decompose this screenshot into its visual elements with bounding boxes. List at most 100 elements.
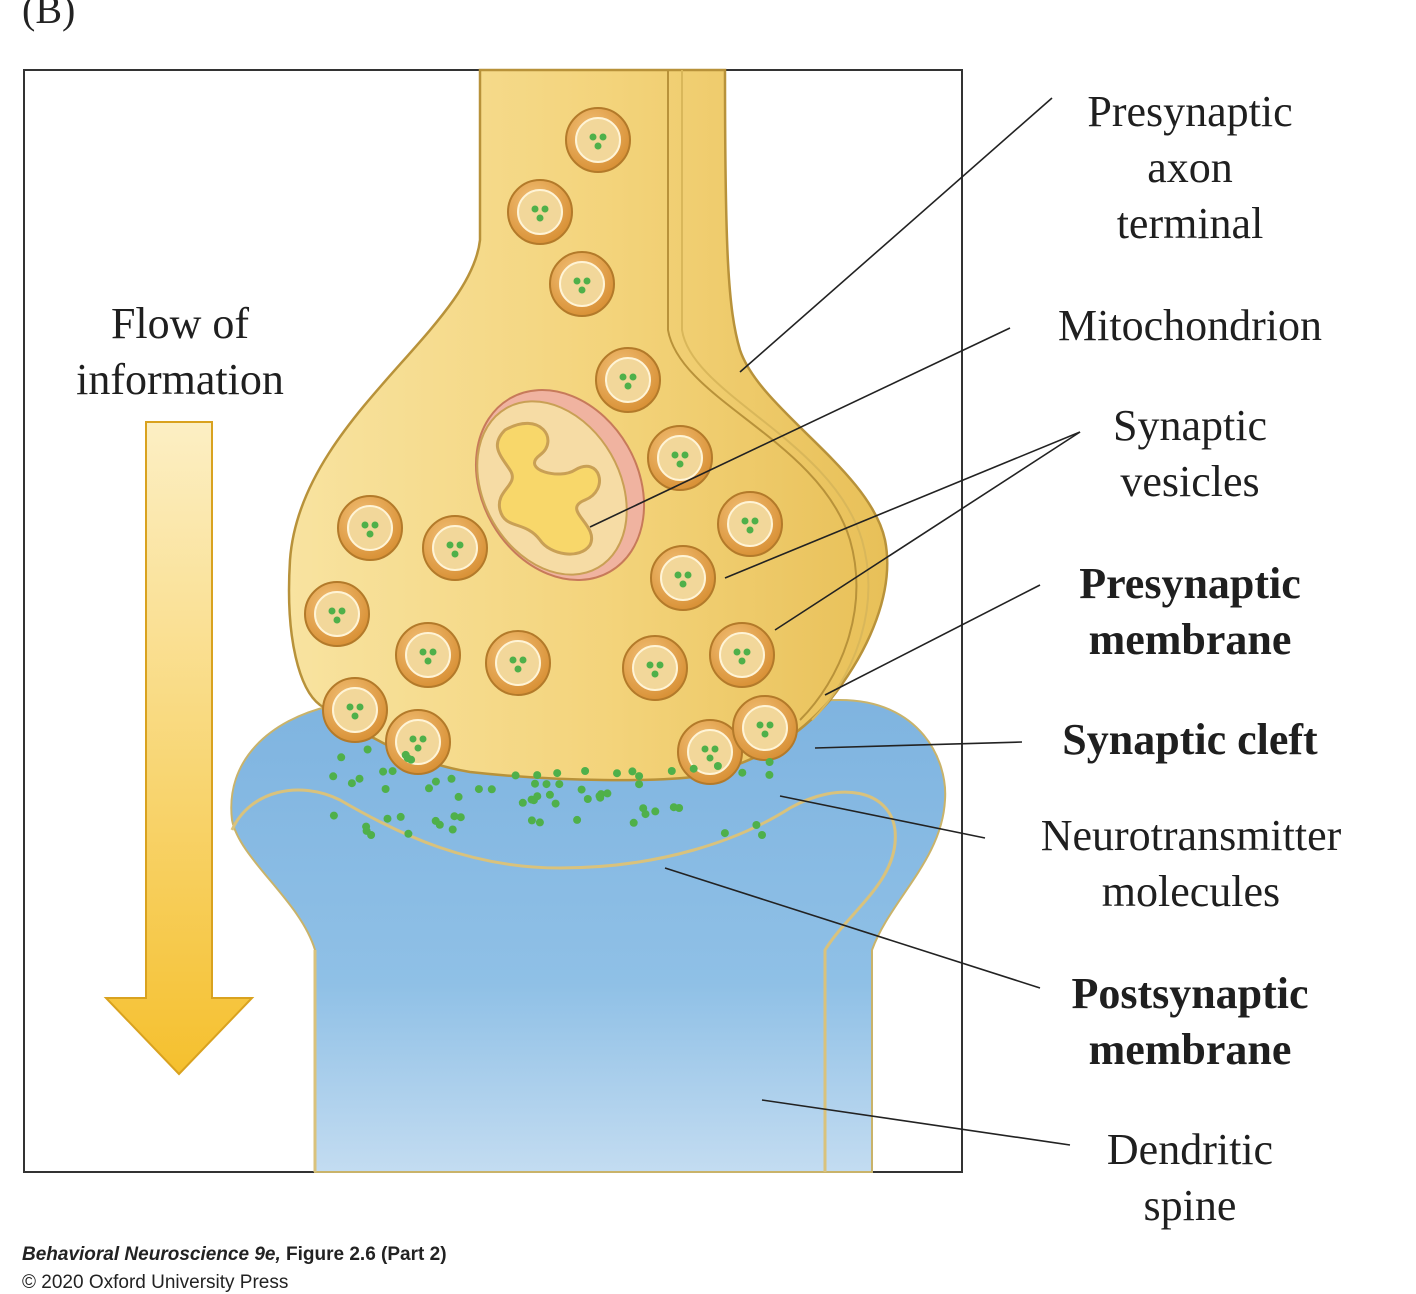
neurotransmitter-dot: [603, 789, 612, 798]
leader-lines: [589, 97, 1081, 1146]
mitochondrion-label: Mitochondrion: [1058, 301, 1322, 350]
neurotransmitter-dot: [487, 785, 496, 794]
leader-neurotransmitter: [779, 795, 986, 839]
synaptic-vesicle: [709, 622, 775, 688]
vesicles-label-line2: vesicles: [1120, 457, 1260, 506]
axon-label-line3: terminal: [1116, 199, 1264, 248]
neurotransmitter-dot: [752, 821, 761, 829]
neurotransmitter-dot: [641, 810, 650, 819]
nt-label-line2: molecules: [1101, 867, 1281, 916]
neurotransmitter-dot: [635, 780, 644, 789]
flow-arrow: [103, 421, 255, 1076]
neurotransmitter-dot: [367, 831, 376, 839]
neurotransmitter-dot: [542, 780, 551, 789]
presynaptic-membrane-shape: [667, 70, 858, 721]
synaptic-vesicle: [322, 677, 388, 743]
neurotransmitter-dot: [629, 818, 638, 827]
neurotransmitter-dot: [596, 793, 605, 802]
neurotransmitter-dot: [720, 829, 729, 838]
caption-figure: Figure 2.6 (Part 2): [280, 1244, 447, 1265]
neurotransmitter-dot: [551, 799, 560, 808]
synaptic-vesicles: [304, 107, 798, 785]
neurotransmitter-dot: [388, 767, 397, 776]
neurotransmitter-dot: [447, 774, 456, 783]
pre-membrane-line1: Presynaptic: [1079, 559, 1301, 608]
neurotransmitter-dot: [381, 785, 390, 793]
neurotransmitter-dot: [669, 803, 678, 812]
axon-label-line2: axon: [1147, 143, 1233, 192]
leader-presynaptic-membrane: [824, 584, 1041, 696]
synaptic-cleft-label: Synaptic cleft: [1062, 715, 1318, 764]
synaptic-vesicle: [647, 425, 713, 491]
neurotransmitter-dot: [401, 750, 410, 759]
flow-label-line1: Flow of: [110, 299, 250, 348]
neurotransmitter-dot: [431, 816, 440, 825]
synaptic-vesicle: [565, 107, 631, 173]
neurotransmitter-dot: [425, 784, 433, 793]
synaptic-vesicle: [595, 347, 661, 413]
postsynaptic-membrane-label: Postsynaptic membrane: [1040, 966, 1340, 1078]
neurotransmitter-dot: [545, 790, 554, 799]
neurotransmitter-dot: [531, 779, 539, 788]
leader-vesicles-2: [774, 431, 1081, 631]
neurotransmitter-dot: [651, 807, 660, 816]
neurotransmitter-dot: [363, 745, 372, 754]
mitochondrion: [474, 389, 646, 581]
synaptic-vesicle: [507, 179, 573, 245]
vesicles-label-line1: Synaptic: [1113, 401, 1267, 450]
neurotransmitter-dot: [383, 814, 392, 823]
neurotransmitter-dot: [577, 785, 586, 794]
synaptic-vesicle: [385, 709, 451, 775]
neurotransmitter-dot: [329, 772, 338, 781]
spine-label-line2: spine: [1143, 1181, 1237, 1230]
copyright-notice: © 2020 Oxford University Press: [22, 1272, 289, 1293]
neurotransmitter-dot: [628, 767, 637, 776]
neurotransmitter-dot: [553, 769, 562, 778]
neurotransmitter-dot: [329, 811, 338, 820]
presynaptic-axon-terminal-label: Presynaptic axon terminal: [1040, 84, 1340, 252]
neurotransmitter-dot: [347, 779, 356, 788]
synaptic-vesicle: [395, 622, 461, 688]
post-membrane-line1: Postsynaptic: [1071, 969, 1309, 1018]
presynaptic-membrane-label: Presynaptic membrane: [1040, 556, 1340, 668]
dendritic-spine-shape: [230, 698, 947, 1173]
neurotransmitter-dot: [431, 777, 440, 786]
nt-label-line1: Neurotransmitter: [1040, 811, 1342, 860]
neurotransmitter-dot: [450, 812, 459, 821]
synaptic-vesicle: [549, 251, 615, 317]
synaptic-vesicle: [485, 630, 551, 696]
neurotransmitter-dot: [355, 774, 364, 783]
leader-dendritic-spine: [761, 1099, 1071, 1146]
neurotransmitter-dot: [379, 767, 388, 776]
axon-label-line1: Presynaptic: [1087, 87, 1293, 136]
neurotransmitter-dot: [765, 770, 774, 779]
synaptic-vesicles-label: Synaptic vesicles: [1040, 398, 1340, 510]
neurotransmitter-dot: [337, 753, 346, 762]
flow-of-information-label: Flow of information: [38, 296, 322, 408]
neurotransmitter-dot: [667, 767, 676, 775]
caption-book: Behavioral Neuroscience 9e,: [22, 1244, 281, 1265]
spine-label-line1: Dendritic: [1106, 1125, 1274, 1174]
neurotransmitter-dot: [573, 815, 582, 824]
neurotransmitter-dot: [535, 818, 544, 827]
neurotransmitter-dot: [713, 762, 722, 770]
neurotransmitter-dot: [396, 812, 405, 821]
postsynaptic-membrane-shape: [230, 788, 897, 1172]
flow-label-line2: information: [76, 355, 284, 404]
neurotransmitter-dot: [474, 785, 483, 794]
figure-caption: Behavioral Neuroscience 9e, Figure 2.6 (…: [22, 1244, 447, 1266]
neurotransmitter-dot: [583, 795, 592, 803]
synaptic-vesicle: [732, 695, 798, 761]
neurotransmitter-dot: [527, 816, 536, 825]
neurotransmitter-dot: [511, 771, 520, 780]
neurotransmitter-dot: [518, 798, 527, 807]
leader-vesicles-1: [724, 431, 1081, 579]
neurotransmitter-dot: [454, 792, 463, 801]
synaptic-vesicle: [304, 581, 370, 647]
neurotransmitter-dot: [635, 772, 644, 781]
panel-letter: (B): [22, 0, 76, 32]
neurotransmitter-dot: [689, 764, 698, 773]
neurotransmitter-dot: [765, 758, 774, 766]
synaptic-vesicle: [717, 491, 783, 557]
